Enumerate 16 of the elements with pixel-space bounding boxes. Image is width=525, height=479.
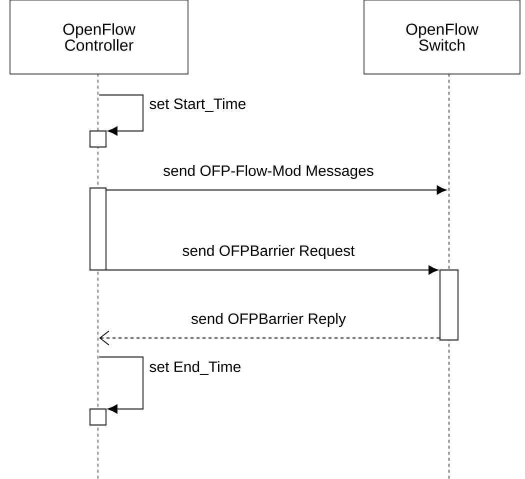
activation-box [90, 130, 106, 148]
lifeline-box: OpenFlow Switch [364, 0, 520, 74]
arrow [106, 185, 447, 195]
activation-box [90, 408, 106, 426]
edge-label: set End_Time [148, 360, 242, 376]
edge-label: send OFPBarrier Reply [190, 312, 348, 328]
activation-box [90, 188, 106, 270]
arrow [106, 265, 438, 275]
arrow [99, 330, 440, 346]
arrow [98, 356, 144, 414]
arrow [98, 94, 144, 136]
edge-label: send OFP-Flow-Mod Messages [162, 164, 375, 180]
activation-box [440, 270, 458, 340]
edge-label: set Start_Time [148, 97, 248, 113]
lifeline-box: OpenFlow Controller [10, 0, 188, 74]
edge-label: send OFPBarrier Request [181, 244, 356, 260]
